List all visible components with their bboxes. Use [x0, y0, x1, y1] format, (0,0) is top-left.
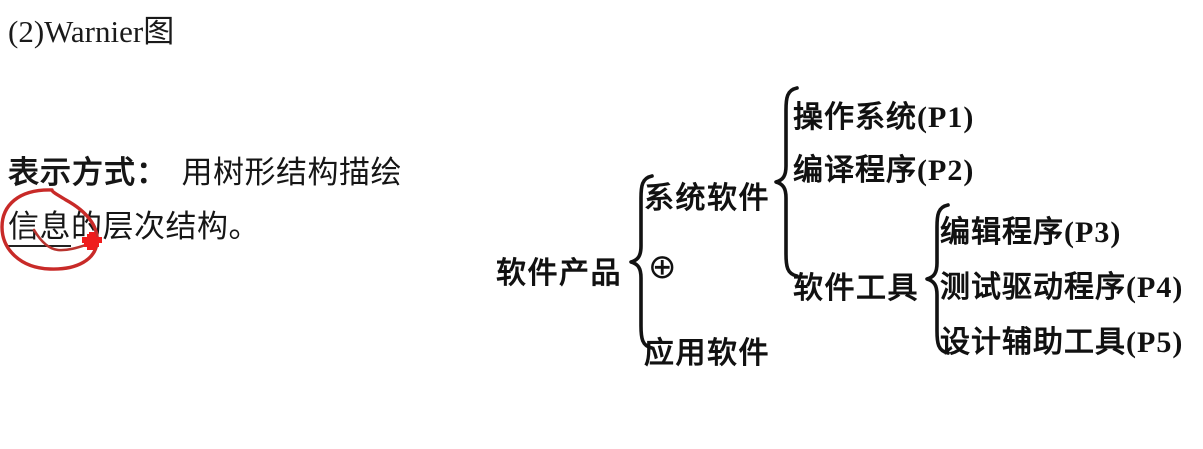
page-title: (2)Warnier图: [8, 14, 175, 49]
definition-line-2-text: 的层次结构。: [71, 209, 260, 244]
brace-software-tools-icon: [925, 203, 950, 355]
diagram-node-test-driver: 测试驱动程序(P4): [940, 271, 1184, 304]
definition-line-1-text: 用树形结构描绘: [181, 155, 402, 190]
brace-root-icon: [629, 174, 654, 350]
diagram-node-design-aid-tools: 设计辅助工具(P5): [940, 326, 1184, 359]
diagram-root-operator: ⊕: [648, 247, 677, 287]
diagram-root-label: 软件产品: [496, 257, 622, 290]
diagram-node-operating-system: 操作系统(P1): [793, 101, 975, 134]
definition-colon: ：: [136, 155, 168, 190]
brace-system-software-icon: [774, 86, 799, 278]
definition-line-1: 表示方式： 用树形结构描绘: [8, 147, 402, 192]
diagram-node-compiler: 编译程序(P2): [793, 154, 975, 187]
diagram-node-application-software: 应用软件: [644, 337, 770, 370]
diagram-node-editor: 编辑程序(P3): [940, 216, 1122, 249]
diagram-node-software-tools: 软件工具: [793, 272, 919, 305]
diagram-node-system-software: 系统软件: [644, 182, 770, 215]
definition-term: 表示方式: [8, 155, 136, 190]
